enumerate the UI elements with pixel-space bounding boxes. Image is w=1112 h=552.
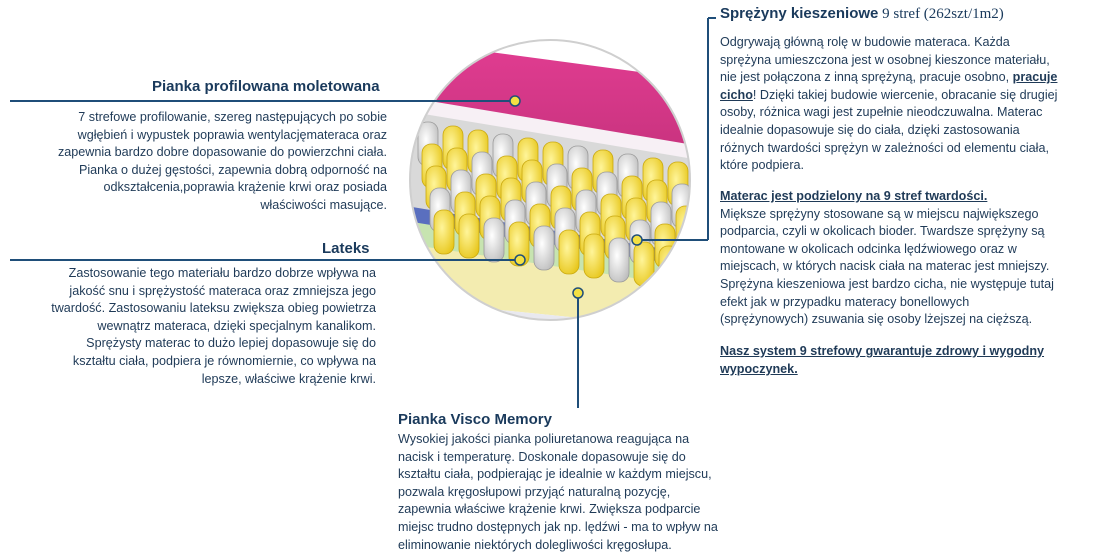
text-line: wgłębień i wypustek poprawia wentylacjęm… (77, 127, 387, 142)
text-pocket-springs-zones: Materac jest podzielony na 9 stref tward… (720, 188, 1100, 329)
text-profiled-foam: 7 strefowe profilowanie, szereg następuj… (0, 109, 387, 215)
text-segment: nie jest połączona z inną sprężyną, prac… (720, 70, 1013, 85)
text-line: Sprężyna kieszeniowa jest bardzo cicha, … (720, 276, 1054, 291)
yellow-spring (583, 233, 605, 279)
yellow-spring (679, 227, 690, 273)
text-segment: ! Dzięki takiej budowie wiercenie, obrac… (752, 87, 1058, 102)
yellow-spring (433, 209, 455, 255)
heading-pocket-springs-sub: 9 stref (262szt/1m2) (878, 6, 1004, 22)
text-line: zapewnia bardzo dobre dopasowanie do pow… (57, 145, 387, 160)
text-line: sprężyna umieszczona jest w osobnej kies… (720, 52, 1050, 67)
heading-profiled-foam: Pianka profilowana moletowana (152, 78, 380, 95)
text-line: miejsc trudno dostępnych jak np. lędźwi … (398, 519, 718, 534)
text-line: twardość. Zastosowaniu lateksu zwiększa … (51, 301, 376, 316)
heading-pocket-springs: Sprężyny kieszeniowe 9 stref (262szt/1m2… (720, 5, 1004, 23)
text-line: jakość snu i sprężystość materaca oraz z… (69, 283, 376, 298)
link-pracuje-cicho-b[interactable]: cicho (720, 87, 753, 102)
white-spring (608, 237, 630, 283)
heading-pocket-springs-title: Sprężyny kieszeniowe (720, 5, 879, 22)
text-line: podparcia, czyli w okolicach bioder. Twa… (720, 224, 1045, 239)
text-line: pozwala kręgosłupowi przyjąć naturalną p… (398, 484, 671, 499)
text-line: Wysokiej jakości pianka poliuretanowa re… (398, 432, 690, 446)
marker-latex (514, 254, 526, 266)
text-line: kształtu ciała, podpierając je idealnie … (398, 467, 712, 482)
white-spring (683, 249, 690, 295)
text-line: odkształcenia,poprawia krążenie krwi ora… (103, 180, 387, 195)
text-line: miejscach, w których nacisk ciała na mat… (720, 259, 1050, 274)
text-line: Zastosowanie tego materiału bardzo dobrz… (68, 266, 376, 280)
callout-markers (509, 95, 643, 299)
link-pracuje-cicho-a[interactable]: pracuje (1012, 70, 1058, 85)
text-line: różnych twardości sprężyn w zależności o… (720, 140, 1049, 155)
text-line: kształtu ciała, podpiera je równomiernie… (72, 353, 376, 368)
marker-springs (631, 234, 643, 246)
text-line: osoby, różnica wagi jest zupełnie nieodc… (720, 105, 1043, 120)
text-visco-memory: Wysokiej jakości pianka poliuretanowa re… (398, 431, 773, 552)
text-line: eliminowanie niektórych dolegliwości krę… (398, 537, 672, 552)
text-line: które podpiera. (720, 158, 805, 173)
text-line: Odgrywają główną rolę w budowie materaca… (720, 35, 1010, 49)
text-line: efekt jak w przypadku materacy bonellowy… (720, 294, 970, 309)
text-line: nie jest połączona z inną sprężyną, prac… (720, 69, 1100, 87)
text-pocket-springs-guarantee: Nasz system 9 strefowy gwarantuje zdrowy… (720, 343, 1100, 378)
text-line: wewnątrz materaca, dzięki specjalnym kan… (97, 318, 376, 333)
text-line: Miększe sprężyny stosowane są w miejscu … (720, 206, 1039, 221)
marker-visco (572, 287, 584, 299)
heading-visco-memory: Pianka Visco Memory (398, 411, 552, 428)
text-line: Sprężysty materac to dużo lepiej dopasow… (86, 336, 376, 351)
text-pocket-springs-intro: Odgrywają główną rolę w budowie materaca… (720, 34, 1100, 175)
text-line: zapewnia właściwe krążenie krwi. Zwiększ… (398, 502, 701, 517)
white-spring (483, 217, 505, 263)
heading-latex: Lateks (322, 240, 370, 257)
guarantee-link-line[interactable]: wypoczynek. (720, 361, 798, 376)
callout-lines (10, 17, 716, 408)
white-spring (533, 225, 555, 271)
yellow-spring (458, 213, 480, 259)
text-line: cicho! Dzięki takiej budowie wiercenie, … (720, 87, 1100, 105)
yellow-spring (558, 229, 580, 275)
guarantee-link-line[interactable]: Nasz system 9 strefowy gwarantuje zdrowy… (720, 344, 1045, 358)
text-line: montowane w okolicach odcinka lędźwioweg… (720, 241, 1017, 256)
profiled-foam-layer (410, 40, 690, 150)
marker-profiled-foam (509, 95, 521, 107)
zones-title-link[interactable]: Materac jest podzielony na 9 stref tward… (720, 189, 988, 203)
yellow-spring (633, 241, 655, 287)
text-line: właściwości masujące. (260, 197, 387, 212)
text-line: 7 strefowe profilowanie, szereg następuj… (78, 110, 387, 124)
text-line: Pianka o dużej gęstości, zapewnia dobrą … (78, 162, 387, 177)
text-line: nacisk i temperaturę. Doskonale dopasowu… (398, 449, 686, 464)
text-latex: Zastosowanie tego materiału bardzo dobrz… (0, 265, 376, 388)
text-line: (sprężynowych) zsuwania się osoby lżejsz… (720, 312, 1033, 327)
text-line: idealnie dopasowuje się do ciała, dzięki… (720, 122, 1020, 137)
text-line: lepsze, właściwe krążenie krwi. (201, 371, 376, 386)
yellow-spring (508, 221, 530, 267)
